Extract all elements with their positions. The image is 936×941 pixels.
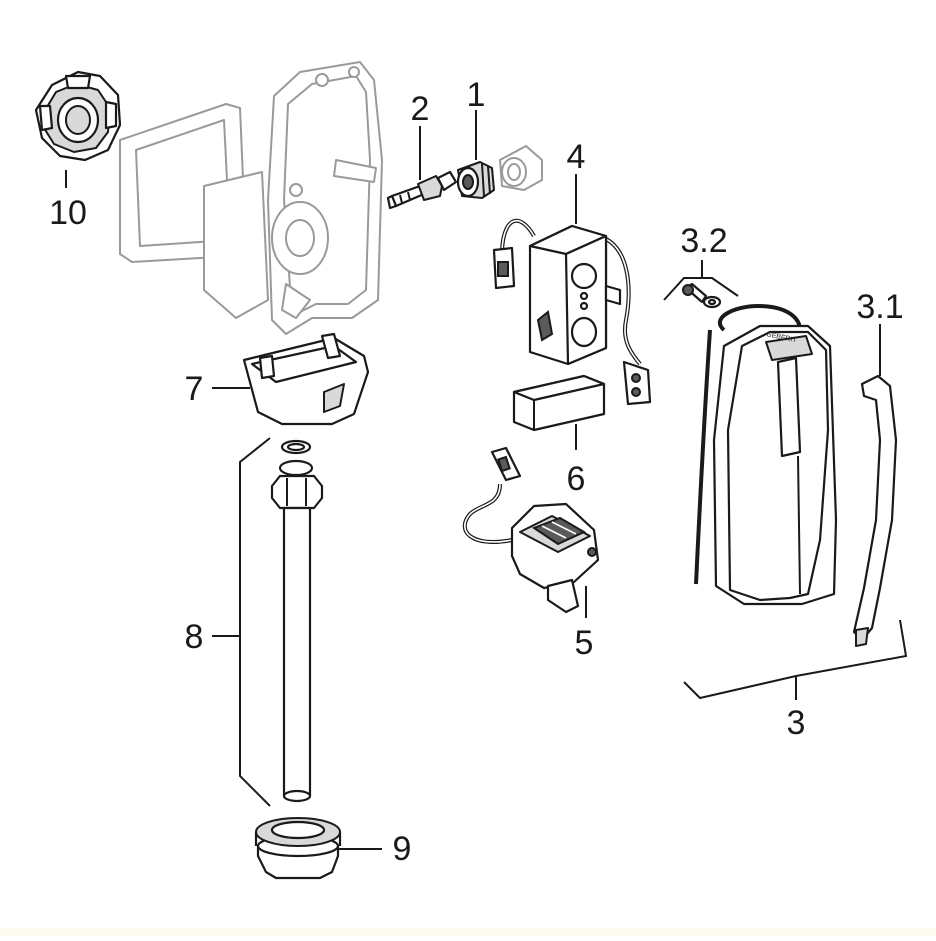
label-6: 6 (567, 460, 586, 498)
label-4: 4 (567, 138, 586, 176)
part-2-valve-pin (386, 170, 458, 210)
part-7-cover-cup (242, 332, 370, 426)
bottom-strip (0, 928, 936, 936)
part-3-2-screw (682, 282, 722, 309)
part-9-pipe-seal (254, 817, 342, 880)
part-5-sensor-module (462, 446, 600, 614)
label-9: 9 (393, 830, 412, 868)
label-1: 1 (467, 76, 486, 114)
gasket-ghost (499, 145, 543, 191)
part-8-flush-pipe (270, 439, 324, 803)
label-3-1: 3.1 (856, 288, 903, 326)
leader-lines (65, 110, 908, 850)
part-1-nozzle (456, 161, 495, 199)
part-3-cover-plate: GEBERIT (694, 303, 838, 606)
label-10: 10 (49, 194, 87, 232)
label-7: 7 (185, 370, 204, 408)
bracket-8 (239, 437, 271, 807)
part-4-electronics-module (492, 218, 652, 406)
part-6-battery-block (512, 374, 606, 432)
label-2: 2 (411, 90, 430, 128)
main-housing (119, 61, 383, 335)
label-5: 5 (575, 624, 594, 662)
part-10-nut (34, 70, 122, 162)
label-3-2: 3.2 (680, 222, 727, 260)
part-3-1-trim-strip (852, 374, 898, 647)
bracket-3-2 (663, 277, 739, 301)
label-8: 8 (185, 618, 204, 656)
label-3: 3 (787, 704, 806, 742)
callout-labels: 1 2 4 3.2 3.1 6 5 3 7 8 9 10 (49, 76, 904, 868)
